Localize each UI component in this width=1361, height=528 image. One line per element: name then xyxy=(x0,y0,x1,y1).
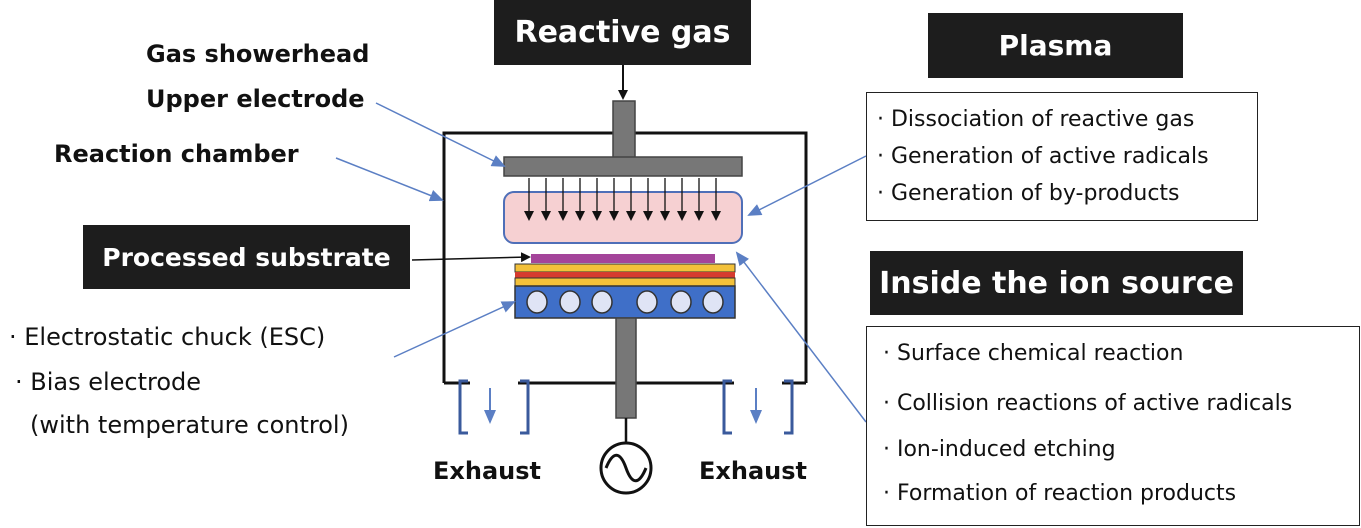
cooling-channels xyxy=(526,290,724,314)
rf-power-source-icon xyxy=(599,441,653,495)
reaction-chamber-label: Reaction chamber xyxy=(54,140,299,168)
ion-source-list-box: · Surface chemical reaction · Collision … xyxy=(866,326,1360,526)
ion-item-3: · Ion-induced etching xyxy=(883,437,1116,462)
processed-substrate-box: Processed substrate xyxy=(83,225,410,289)
electrostatic-chuck xyxy=(514,263,736,319)
gas-flow-arrows xyxy=(524,178,721,221)
ion-source-title: Inside the ion source xyxy=(879,265,1234,301)
exhaust-port-right xyxy=(722,379,794,435)
gas-showerhead-plate xyxy=(503,156,743,177)
plasma-list-box: · Dissociation of reactive gas · Generat… xyxy=(866,92,1258,221)
upper-electrode-stem xyxy=(612,100,636,159)
reactive-gas-box: Reactive gas xyxy=(494,0,751,65)
upper-electrode-label: Upper electrode xyxy=(146,85,365,113)
ion-item-2: · Collision reactions of active radicals xyxy=(883,391,1293,416)
gas-showerhead-label: Gas showerhead xyxy=(146,40,370,68)
lower-electrode-stem xyxy=(615,317,637,419)
plasma-region xyxy=(503,191,743,244)
esc-item-2: · Bias electrode xyxy=(15,368,202,396)
plasma-title: Plasma xyxy=(998,29,1113,62)
processed-substrate-label: Processed substrate xyxy=(102,242,391,272)
exhaust-right-label: Exhaust xyxy=(699,457,807,485)
substrate-leader xyxy=(411,252,531,263)
esc-item-3: (with temperature control) xyxy=(30,411,349,439)
esc-item-1: · Electrostatic chuck (ESC) xyxy=(9,323,326,351)
processed-substrate-wafer xyxy=(531,254,715,263)
plasma-item-1: · Dissociation of reactive gas xyxy=(877,107,1195,132)
plasma-item-3: · Generation of by-products xyxy=(877,181,1180,206)
plasma-item-2: · Generation of active radicals xyxy=(877,144,1209,169)
ion-item-4: · Formation of reaction products xyxy=(883,481,1237,506)
reactive-gas-label: Reactive gas xyxy=(514,15,731,50)
plasma-title-box: Plasma xyxy=(928,13,1183,78)
exhaust-left-label: Exhaust xyxy=(433,457,541,485)
ion-source-title-box: Inside the ion source xyxy=(870,251,1243,315)
exhaust-port-left xyxy=(458,379,530,435)
ion-item-1: · Surface chemical reaction xyxy=(883,341,1184,366)
leader-lines xyxy=(335,102,867,423)
